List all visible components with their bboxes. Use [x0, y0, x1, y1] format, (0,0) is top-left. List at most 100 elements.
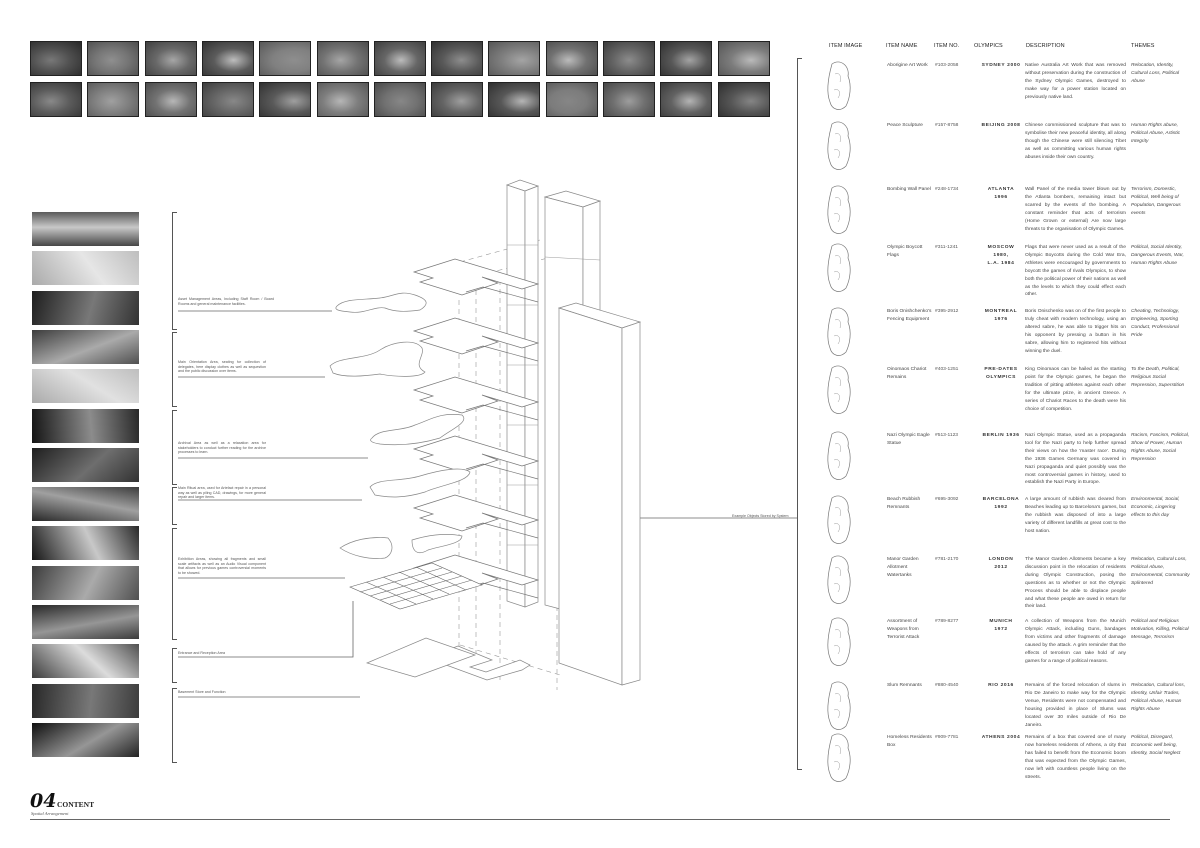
floor-plate-edge	[465, 463, 539, 480]
item-olympics: MOSCOW 1980, L.A. 1984	[987, 245, 1015, 266]
zone-bracket	[172, 528, 177, 640]
zone-label-archive: Archival Area as well as a relaxation ar…	[178, 441, 266, 455]
item-number: #248-1734	[935, 187, 959, 192]
model-photo-thumbnail	[373, 82, 426, 117]
precedent-photo	[32, 251, 139, 286]
item-olympics: MUNICH 1972	[989, 619, 1013, 632]
item-sketch-icon	[827, 431, 851, 480]
item-sketch-icon	[827, 365, 851, 414]
model-photo-thumbnail	[87, 41, 140, 76]
item-olympics: BERLIN 1936	[982, 433, 1020, 438]
item-olympics: ATHENS 2004	[981, 735, 1021, 740]
precedent-photo	[32, 447, 139, 482]
item-sketch-icon	[827, 617, 851, 666]
item-description: Remains of the forced relocation of slum…	[1025, 683, 1126, 728]
item-name: Beach Rubbish Remnants	[887, 497, 921, 510]
floor-plate-edge	[465, 404, 539, 421]
item-themes: Relocation, Identity, Cultural Loss, Pol…	[1131, 63, 1180, 84]
item-themes: Political, Disregard, Economic well bein…	[1131, 735, 1181, 756]
zone-label-orientation: Main Orientation Area, seating for colle…	[178, 360, 266, 374]
item-themes: Political and Religious Motivation, Kill…	[1131, 619, 1189, 640]
model-photo-thumbnail	[87, 82, 140, 117]
item-olympics: SYDNEY 2000	[981, 63, 1021, 68]
header-description: DESCRIPTION	[1026, 43, 1065, 49]
model-photo-thumbnail	[259, 82, 312, 117]
item-sketch-icon	[827, 121, 851, 170]
floor-plate	[412, 494, 540, 532]
item-number: #513-1123	[935, 433, 959, 438]
item-sketch-icon	[827, 495, 851, 544]
item-olympics: MONTREAL 1976	[984, 309, 1018, 322]
item-name: Boris Onishchenko's Fencing Equipment	[887, 309, 932, 322]
item-number: #695-3092	[935, 497, 959, 502]
item-description: Flags that were never used as a result o…	[1025, 245, 1126, 298]
item-themes: Cheating, Technology, Engineering, Sport…	[1131, 309, 1180, 338]
model-photo-thumbnail	[545, 82, 598, 117]
item-name: Olympic Boycott Flags	[887, 245, 923, 258]
item-description: A large amount of rubbish was cleared fr…	[1025, 497, 1126, 534]
item-number: #403-1251	[935, 367, 959, 372]
item-sketch-icon	[827, 733, 851, 782]
model-photo-thumbnail	[717, 82, 770, 117]
item-sketch-icon	[827, 681, 851, 730]
core-floor-lines	[507, 244, 601, 546]
precedent-photo	[32, 722, 139, 757]
header-themes: THEMES	[1131, 43, 1155, 49]
item-themes: Relocation, Cultural Loss, Political Abu…	[1131, 557, 1190, 586]
item-name: Nazi Olympic Eagle Statue	[887, 433, 930, 446]
item-themes: To the Death, Political, Religious Socia…	[1131, 367, 1185, 388]
model-photo-thumbnail	[431, 82, 484, 117]
item-themes: Relocation, Cultural loss, Identity, Unf…	[1131, 683, 1186, 712]
model-photo-thumbnail	[259, 41, 312, 76]
model-photo-thumbnail	[201, 41, 254, 76]
precedent-photo	[32, 329, 139, 364]
building-cores	[505, 179, 642, 686]
zone-label-asset-management: Asset Management Areas, Including Staff …	[178, 297, 274, 306]
model-photo-thumbnail	[201, 82, 254, 117]
floor-plate	[412, 435, 540, 473]
item-sketch-icon	[827, 61, 851, 110]
item-description: Native Australia Art Work that was remov…	[1025, 63, 1126, 100]
item-themes: Environmental, Social, Economic, Lingeri…	[1131, 497, 1180, 518]
item-themes: Terrorism, Domestic, Political, Well bei…	[1131, 187, 1181, 216]
header-item-image: ITEM IMAGE	[829, 43, 863, 49]
zone-bracket	[172, 212, 177, 330]
item-number: #311-1241	[935, 245, 959, 250]
model-photo-thumbnail	[30, 41, 82, 76]
item-olympics: PRE-DATES OLYMPICS	[984, 367, 1018, 380]
item-number: #909-7781	[935, 735, 959, 740]
item-olympics: RIO 2016	[988, 683, 1014, 688]
core-a-side	[524, 185, 539, 608]
model-photo-thumbnail	[488, 41, 541, 76]
zone-bracket	[172, 487, 177, 525]
item-number: #157-8758	[935, 123, 959, 128]
objects-bracket	[797, 58, 802, 770]
item-sketch-icon	[827, 243, 851, 292]
item-number: #789-8277	[935, 619, 959, 624]
item-description: Chinese commissioned sculpture that was …	[1025, 123, 1126, 160]
blob-exhibits	[329, 292, 471, 559]
precedent-photo	[32, 565, 139, 600]
header-item-number: ITEM NO.	[934, 43, 960, 49]
precedent-photo	[32, 290, 139, 325]
zone-label-ritual: Main Ritual area, used for Artefact repa…	[178, 486, 266, 500]
item-name: Oinomaos Chariot Remains	[887, 367, 927, 380]
precedent-photo	[32, 212, 139, 246]
zone-label-exhibition: Exhibition Areas, showing all fragments …	[178, 557, 266, 575]
model-photo-thumbnail	[373, 41, 426, 76]
ground-plate	[365, 637, 477, 678]
item-sketch-icon	[827, 555, 851, 604]
item-description: Nazi Olympic Statue, used as a propagand…	[1025, 433, 1126, 486]
item-olympics: ATLANTA 1996	[987, 187, 1015, 200]
model-photo-thumbnail	[144, 41, 197, 76]
item-description: Wall Panel of the media tower blown out …	[1025, 187, 1126, 232]
zone-bracket	[172, 688, 177, 763]
model-photo-thumbnail	[660, 82, 713, 117]
section-number: 04	[30, 790, 57, 812]
item-name: Manor Garden Allotment Watertanks	[887, 557, 919, 578]
zone-bracket	[172, 410, 177, 485]
precedent-photo	[32, 526, 139, 561]
floor-plate	[412, 376, 540, 414]
floor-plate-edge	[465, 286, 539, 303]
